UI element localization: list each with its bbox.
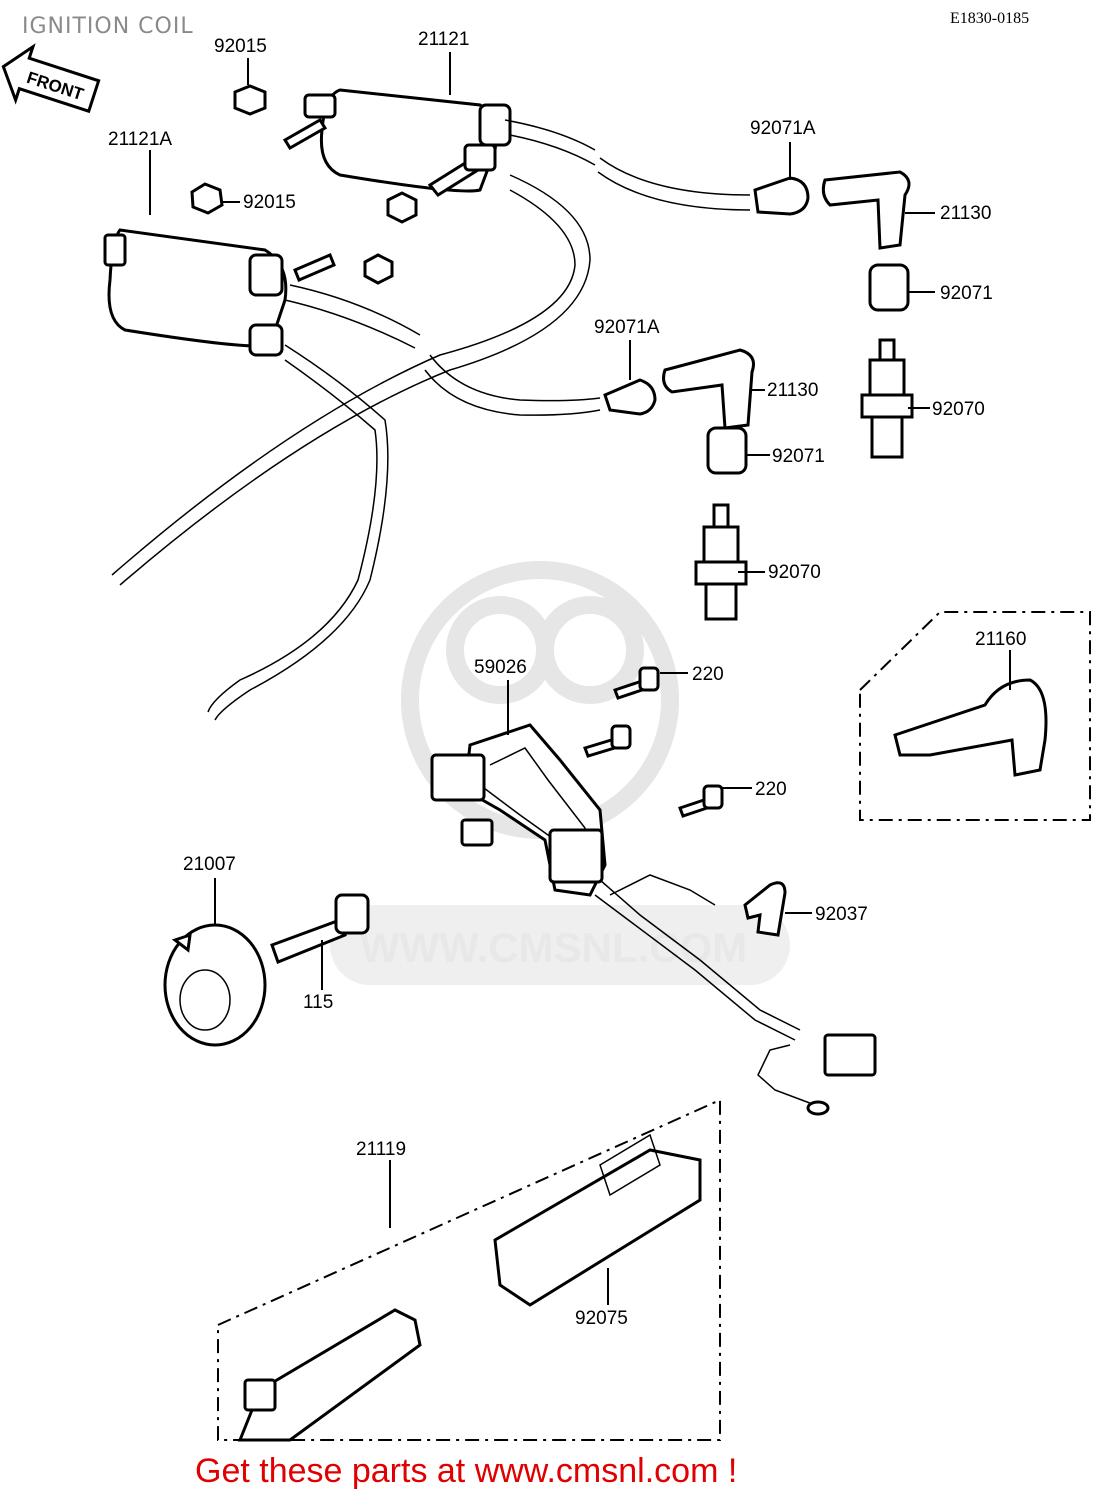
label-92071a-top: 92071A	[750, 118, 816, 139]
diagram-code: E1830-0185	[950, 10, 1030, 27]
inset-box-21160	[859, 611, 1091, 821]
label-92071-mid: 92071	[772, 446, 825, 467]
part-labels: 92015 21121 21121A 92015 92071A 21130 92…	[108, 29, 1026, 1329]
label-220-mid: 220	[755, 779, 787, 800]
cap-92071-mid	[706, 426, 748, 475]
cap-21130-top	[821, 170, 911, 250]
nut-92015-c	[363, 253, 394, 285]
label-220-top: 220	[692, 664, 724, 685]
label-21130-mid: 21130	[767, 380, 818, 401]
label-92070-mid: 92070	[768, 562, 821, 583]
cap-92071a-mid	[603, 378, 657, 416]
spark-plug-92070-top	[860, 338, 914, 459]
bolt-220-b	[583, 724, 632, 758]
label-92015-top: 92015	[214, 36, 267, 57]
label-59026: 59026	[474, 657, 527, 678]
label-21121: 21121	[418, 29, 469, 50]
footer-link[interactable]: Get these parts at www.cmsnl.com !	[195, 1452, 738, 1490]
timing-advancer-21007	[163, 923, 267, 1047]
page-title: IGNITION COIL	[22, 14, 194, 39]
label-21121a: 21121A	[108, 129, 172, 150]
cap-21130-mid	[662, 348, 755, 430]
front-arrow-icon: FRONT	[1, 43, 101, 114]
nut-92015-top	[233, 84, 267, 116]
label-92015-mid: 92015	[243, 192, 296, 213]
nut-92015-b	[386, 191, 418, 224]
bolt-220-mid	[678, 784, 724, 818]
igniter-box-21119	[217, 1098, 721, 1442]
watermark-text: WWW.CMSNL.COM	[360, 924, 747, 971]
label-92075: 92075	[575, 1308, 628, 1329]
bolt-220-top	[613, 666, 660, 700]
spark-plug-92070-mid	[694, 503, 748, 621]
label-92071-top: 92071	[940, 283, 993, 304]
label-21160: 21160	[975, 629, 1026, 650]
cap-92071-top	[868, 263, 910, 312]
label-21130-top: 21130	[940, 203, 991, 224]
label-115: 115	[303, 992, 333, 1013]
label-92071a-mid: 92071A	[594, 317, 660, 338]
ignition-coil-21121	[282, 88, 512, 197]
cap-92071a-top	[753, 176, 810, 216]
label-21007: 21007	[183, 854, 236, 875]
nut-92015-mid	[190, 182, 224, 215]
clamp-92037	[743, 881, 787, 937]
ignition-coil-21121a	[103, 228, 336, 357]
label-92037: 92037	[815, 904, 868, 925]
leader-lines	[149, 52, 1011, 1305]
ht-leads	[111, 119, 751, 721]
pickup-assembly-59026	[430, 723, 877, 1116]
label-92070-top: 92070	[932, 399, 985, 420]
bolt-115	[270, 893, 370, 964]
label-21119: 21119	[356, 1139, 406, 1160]
